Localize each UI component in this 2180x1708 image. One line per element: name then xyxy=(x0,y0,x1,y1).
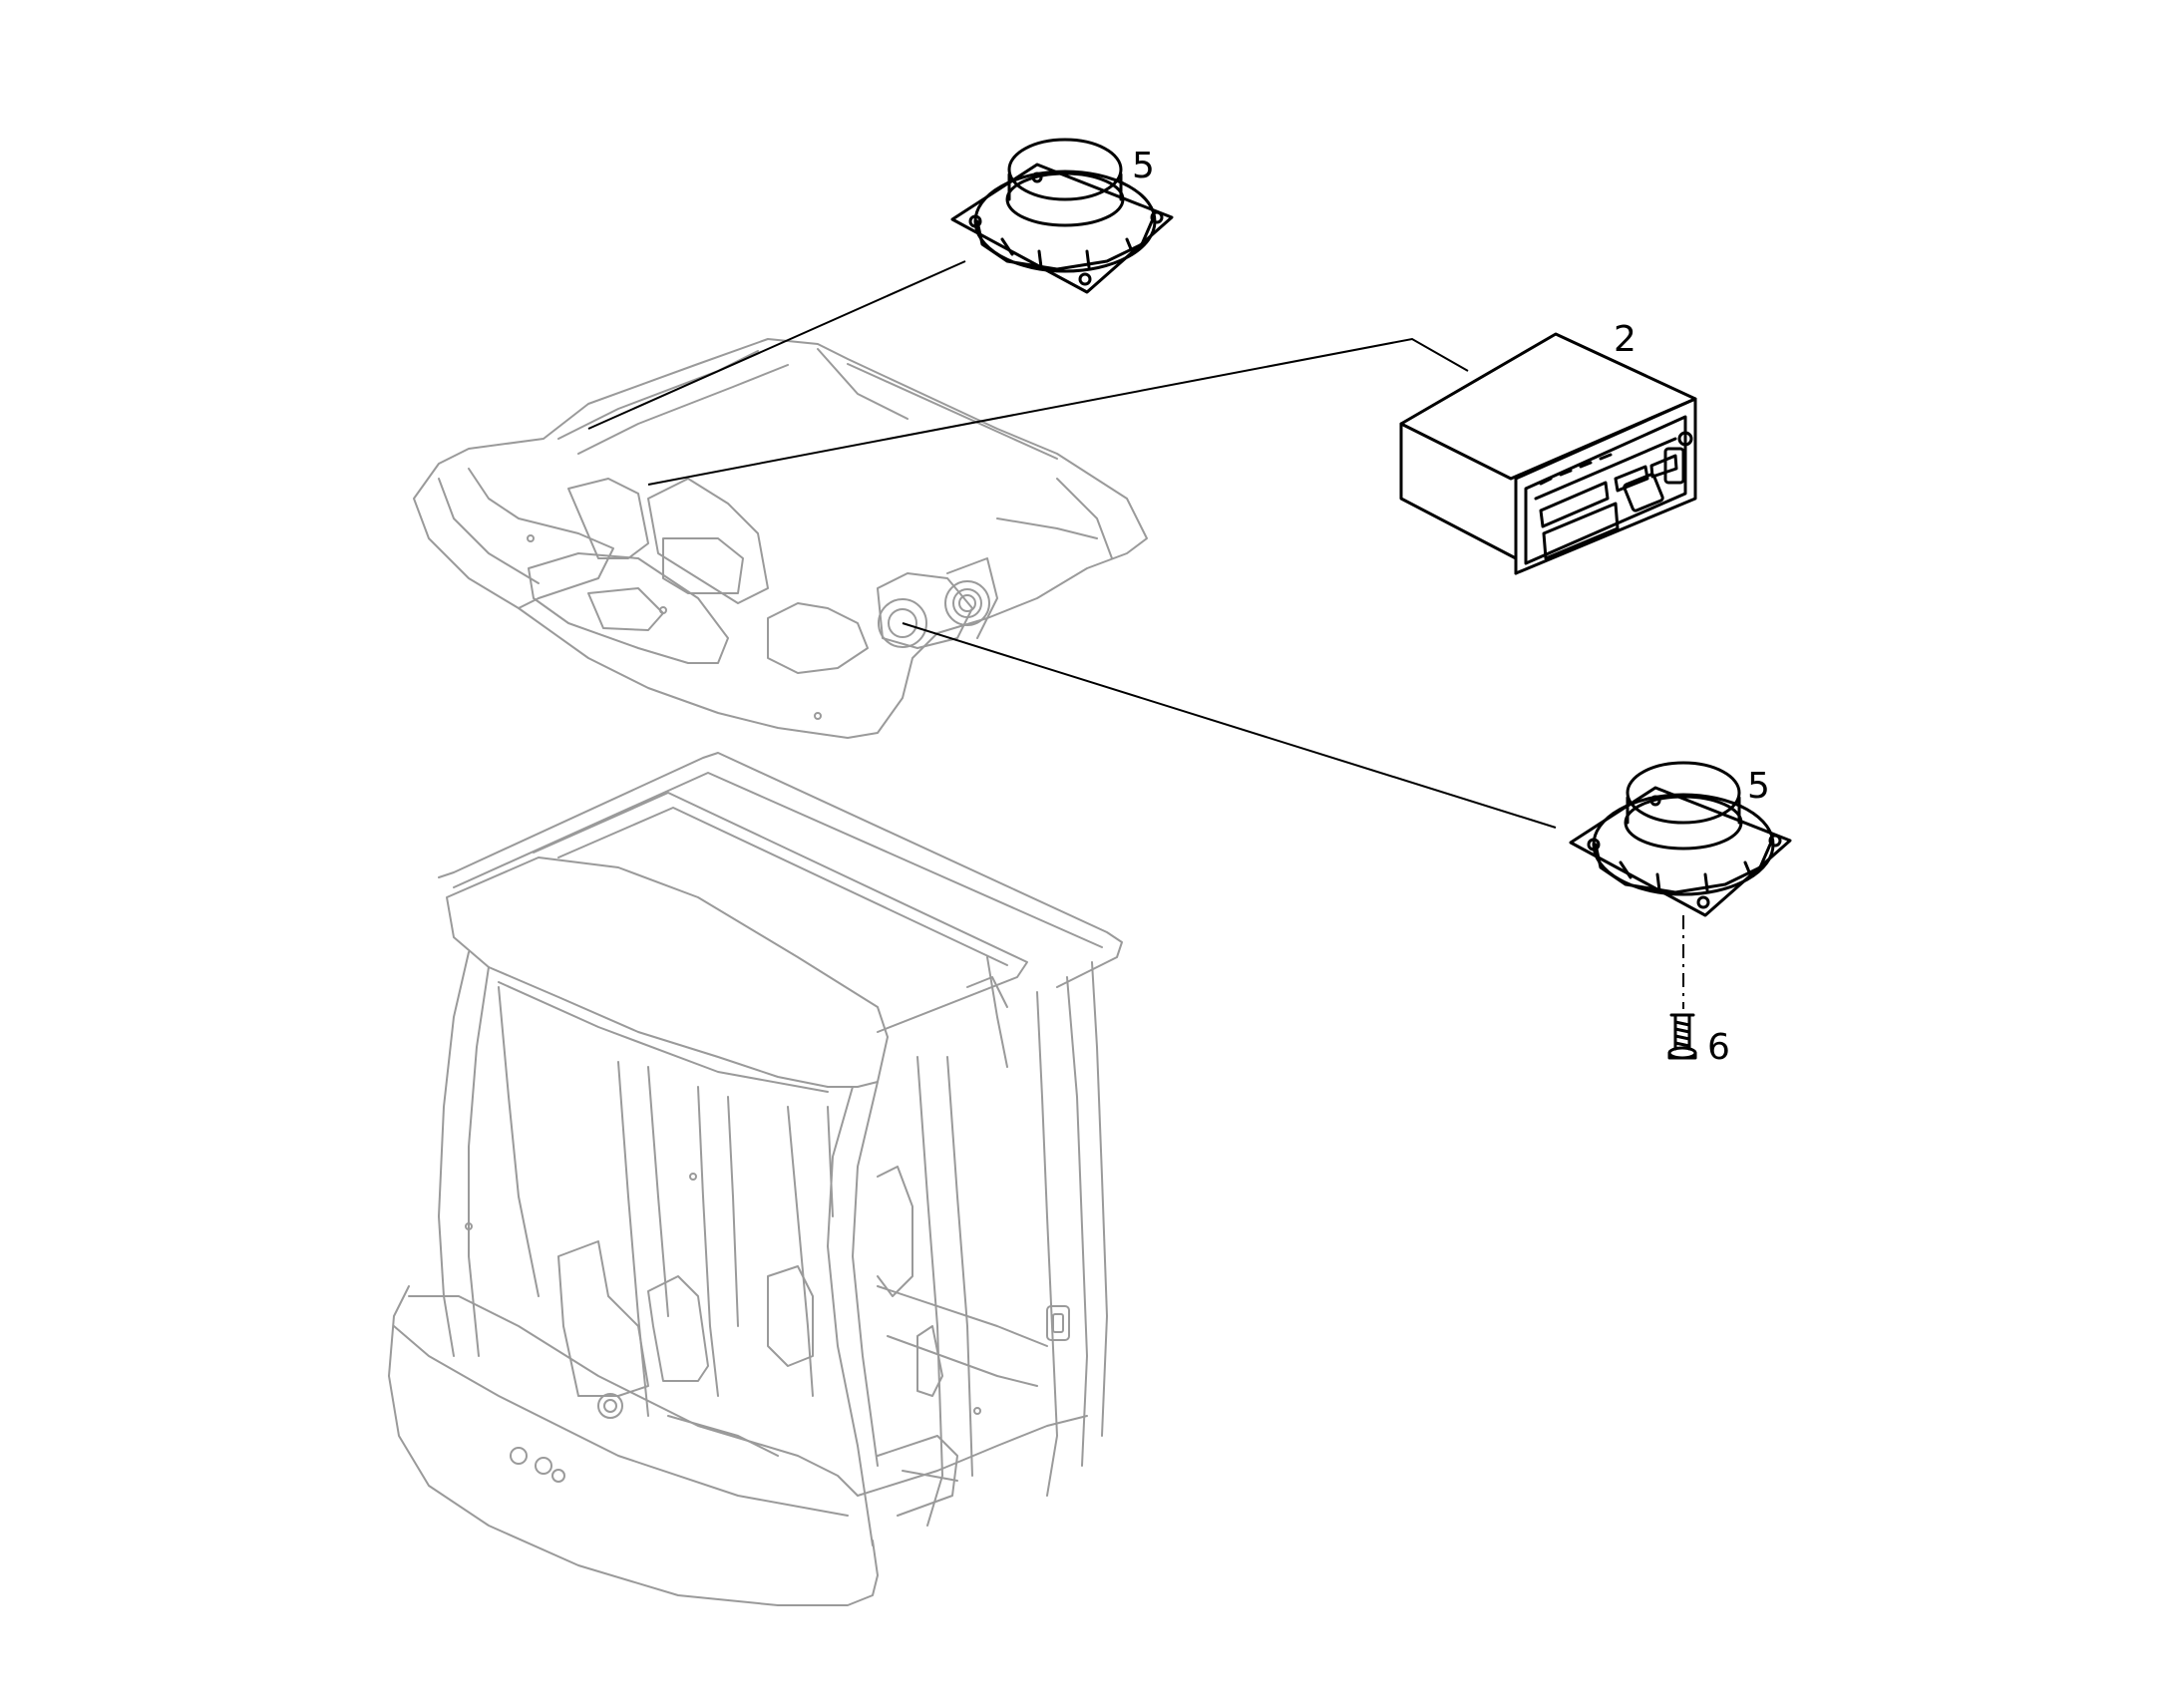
callout-screw: 6 xyxy=(1707,1027,1730,1068)
callout-radio: 2 xyxy=(1614,319,1636,360)
radio-cassette-unit xyxy=(1399,332,1697,575)
speaker-right xyxy=(1569,761,1792,917)
speaker-top xyxy=(950,138,1174,294)
leader-speaker-right xyxy=(902,622,1557,829)
callout-speaker-right: 5 xyxy=(1747,766,1770,807)
screw xyxy=(1667,1013,1697,1060)
callout-speaker-top: 5 xyxy=(1132,146,1155,186)
roof-headliner-panel xyxy=(413,338,1148,739)
leader-speaker-top xyxy=(587,260,966,430)
leader-radio xyxy=(647,337,1469,486)
leader-lines xyxy=(587,260,1684,1009)
cab-frame xyxy=(388,752,1123,1606)
